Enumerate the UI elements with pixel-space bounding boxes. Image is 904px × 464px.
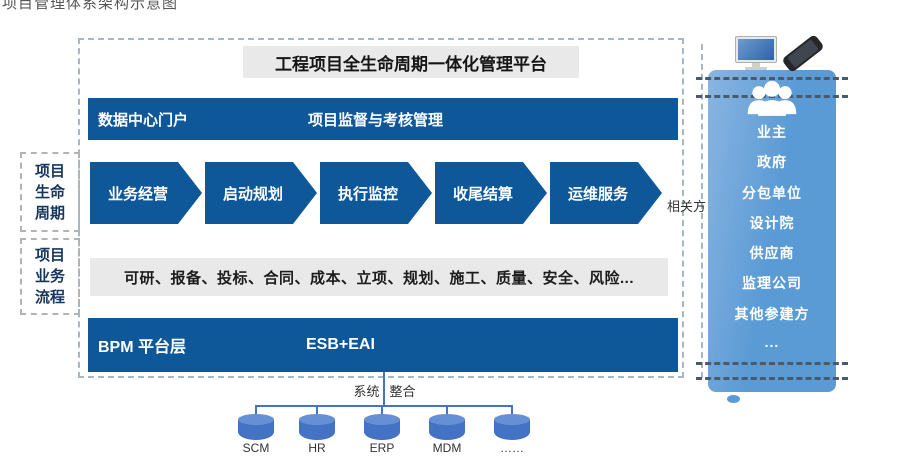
- stakeholder-item: 分包单位: [742, 184, 802, 201]
- stakeholder-panel: [708, 70, 836, 392]
- system-integration-label-left: 系统: [353, 384, 380, 399]
- lifecycle-stage-row: 业务经营 启动规划 执行监控 收尾结算 运维服务: [90, 162, 662, 224]
- connector-stub: [446, 405, 448, 416]
- side-label-line: 周期: [34, 204, 65, 222]
- stage-operation-service: 运维服务: [550, 162, 662, 224]
- related-parties-label: 相关方: [667, 199, 707, 214]
- esb-eai-label: ESB+EAI: [306, 336, 375, 353]
- connector-stub: [511, 405, 513, 416]
- bpm-platform-bar: BPM 平台层 ESB+EAI: [88, 318, 678, 372]
- side-label-line: 流程: [34, 289, 65, 306]
- database-icon: [238, 414, 274, 440]
- database-icon: [364, 414, 400, 440]
- system-name: ERP: [369, 441, 395, 455]
- stakeholder-item: ...: [764, 333, 780, 350]
- relation-dashed-line: [696, 377, 848, 380]
- system-more: ……: [480, 414, 544, 455]
- stakeholder-list: 业主 政府 分包单位 设计院 供应商 监理公司 其他参建方 ...: [708, 122, 836, 350]
- database-icon: [299, 414, 335, 440]
- panel-left-dashed-line: [701, 44, 703, 378]
- decorative-dot: [727, 395, 740, 403]
- bpm-label: BPM 平台层: [98, 339, 187, 356]
- stage-execution-monitoring: 执行监控: [320, 162, 432, 224]
- relation-dashed-line: [696, 362, 848, 365]
- side-label-line: 项目: [34, 162, 65, 180]
- integration-bus-line: [255, 405, 513, 407]
- system-integration-label-right: 整合: [389, 384, 416, 399]
- portal-bar: 数据中心门户 项目监督与考核管理: [88, 98, 678, 140]
- side-label-line: 项目: [34, 247, 65, 264]
- business-process-bar: 可研、报备、投标、合同、成本、立项、规划、施工、质量、安全、风险...: [90, 258, 668, 296]
- data-center-portal-label: 数据中心门户: [98, 111, 189, 129]
- system-hr: HR: [285, 414, 349, 455]
- stakeholder-item: 设计院: [749, 214, 795, 231]
- stakeholder-item: 供应商: [749, 245, 795, 262]
- stage-business-operation: 业务经营: [90, 162, 202, 224]
- stakeholder-item: 业主: [757, 124, 787, 140]
- supervision-label: 项目监督与考核管理: [308, 111, 444, 129]
- connector-stub: [381, 405, 383, 416]
- desktop-monitor-icon: [735, 36, 777, 70]
- database-icon: [429, 414, 465, 440]
- side-label-process: 项目 业务 流程: [20, 238, 80, 315]
- page-title: 项目管理体系架构示意图: [2, 0, 179, 12]
- integration-trunk-line: [383, 372, 385, 407]
- stage-startup-planning: 启动规划: [205, 162, 317, 224]
- database-icon: [494, 414, 530, 440]
- connector-stub: [255, 405, 257, 416]
- system-mdm: MDM: [415, 414, 479, 455]
- system-name: SCM: [242, 441, 270, 455]
- system-integration-label: 系统 整合: [312, 381, 457, 400]
- side-label-lifecycle: 项目 生命 周期: [20, 152, 80, 232]
- system-name: MDM: [432, 441, 462, 455]
- system-name: ……: [500, 441, 524, 455]
- stage-closing-settlement: 收尾结算: [435, 162, 547, 224]
- system-scm: SCM: [224, 414, 288, 455]
- system-name: HR: [308, 441, 326, 455]
- relation-dashed-line: [696, 77, 848, 80]
- stakeholder-item: 监理公司: [742, 275, 802, 292]
- smartphone-icon: [781, 33, 825, 74]
- side-label-line: 生命: [34, 183, 65, 201]
- side-label-line: 业务: [34, 268, 65, 285]
- stakeholder-item: 其他参建方: [734, 305, 810, 322]
- platform-title: 工程项目全生命周期一体化管理平台: [243, 46, 579, 78]
- stakeholder-item: 政府: [757, 154, 787, 171]
- system-erp: ERP: [350, 414, 414, 455]
- people-group-icon: [708, 80, 836, 122]
- connector-stub: [316, 405, 318, 416]
